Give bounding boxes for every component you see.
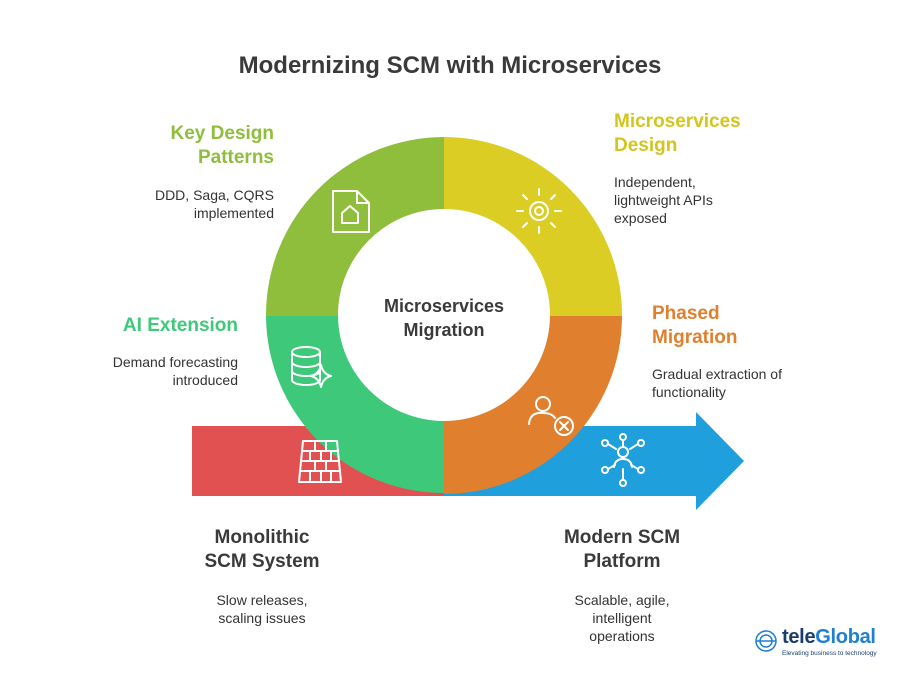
person-cancel-icon — [528, 396, 574, 436]
stage-heading: Phased Migration — [652, 303, 738, 348]
stage-heading: Key Design Patterns — [170, 123, 274, 168]
stage-description: Slow releases, scaling issues — [216, 592, 308, 626]
document-home-icon — [332, 190, 370, 233]
stage-heading: Microservices Design — [614, 111, 741, 156]
stage-phased-migration: Phased Migration Gradual extraction of f… — [652, 302, 872, 401]
sun-gear-icon — [516, 188, 562, 234]
teleglobal-tagline: Elevating business to technology — [782, 650, 877, 657]
stage-description: Independent, lightweight APIs exposed — [614, 174, 713, 226]
ring-segment-phased-migration — [444, 316, 622, 494]
stage-key-design: Key Design Patterns DDD, Saga, CQRS impl… — [54, 122, 274, 222]
brick-wall-icon — [298, 440, 342, 483]
stage-heading: AI Extension — [122, 315, 238, 336]
stage-ai-extension: AI Extension Demand forecasting introduc… — [38, 314, 238, 389]
teleglobal-logo-icon — [755, 630, 777, 652]
network-people-icon — [601, 433, 645, 487]
stage-microservices-design: Microservices Design Independent, lightw… — [614, 110, 834, 227]
ring-segment-ai-extension — [266, 316, 444, 496]
stage-description: Scalable, agile, intelligent operations — [574, 592, 670, 644]
stage-monolithic: Monolithic SCM System Slow releases, sca… — [162, 526, 362, 627]
stage-heading: Monolithic SCM System — [204, 527, 320, 572]
teleglobal-logo: teleGlobal — [782, 626, 876, 648]
stage-modern: Modern SCM Platform Scalable, agile, int… — [522, 526, 722, 645]
ring-segment-microservices-design — [444, 136, 623, 316]
database-sparkle-icon — [291, 346, 332, 388]
stage-description: Gradual extraction of functionality — [652, 366, 782, 400]
page-title: Modernizing SCM with Microservices — [238, 52, 662, 79]
stage-heading: Modern SCM Platform — [563, 527, 681, 572]
ring-segment-key-design — [265, 137, 444, 316]
stage-description: DDD, Saga, CQRS implemented — [154, 187, 274, 221]
center-label: Microservices Migration — [383, 296, 505, 340]
stage-description: Demand forecasting introduced — [112, 354, 238, 388]
